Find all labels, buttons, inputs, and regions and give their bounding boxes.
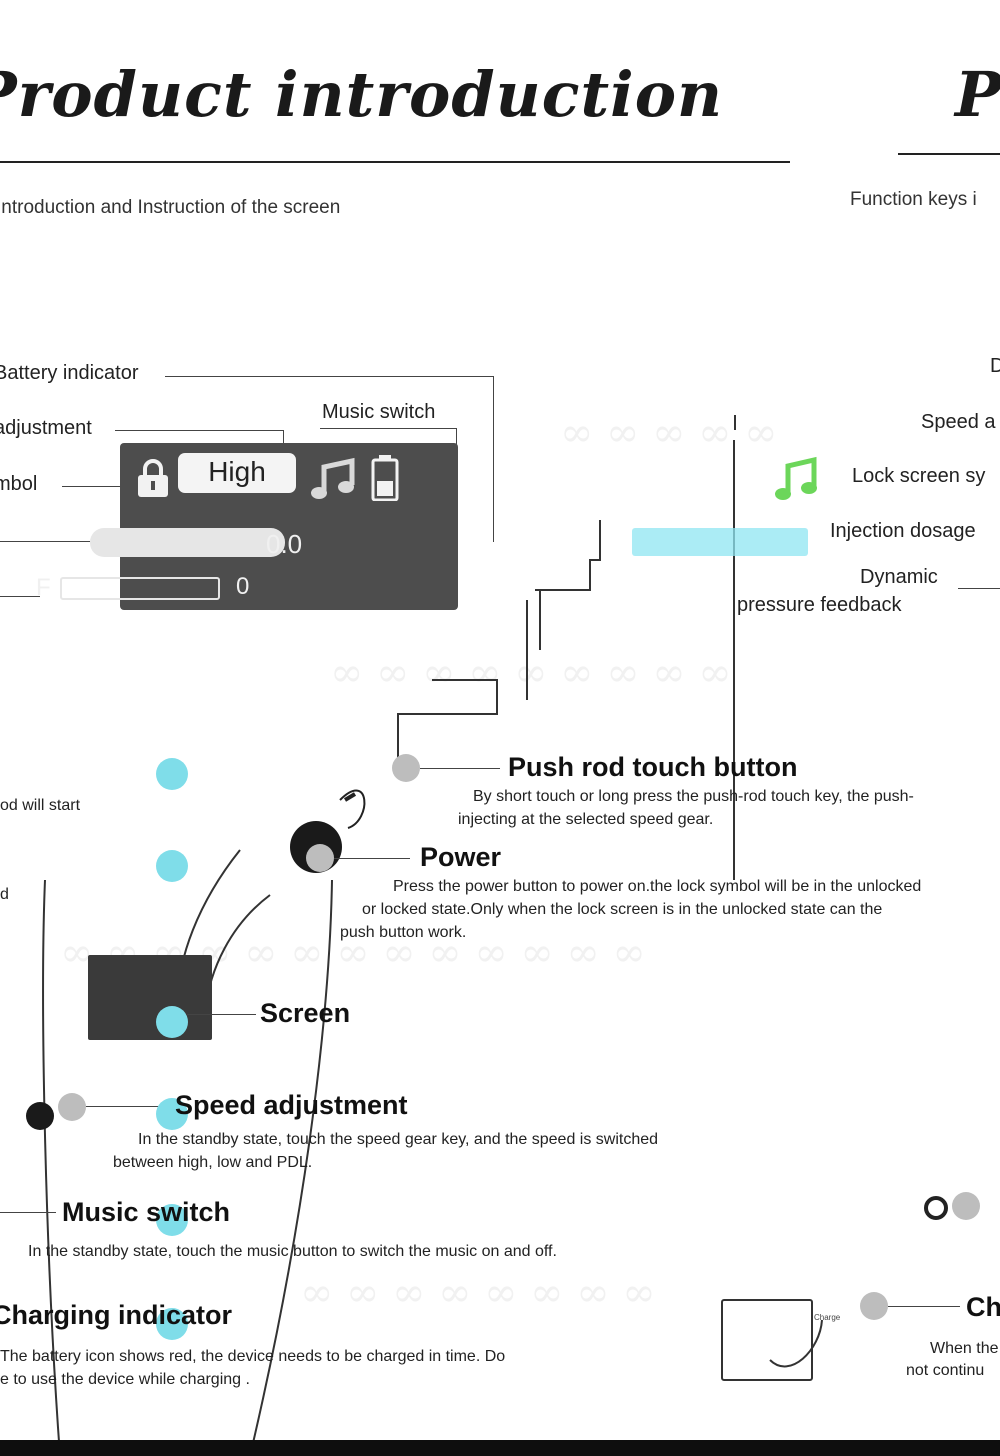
page-title: Product introduction [0,58,724,131]
callout-line [420,768,500,769]
left-cut-text: od will start [0,797,81,814]
music-note-icon [772,456,822,504]
right-pressure-feedback-label: pressure feedback [737,594,902,616]
charging-port-marker [860,1292,888,1320]
music-dot [156,1204,188,1236]
callout-line [115,430,283,431]
page-title-right: P [955,58,1000,131]
power-button-marker [306,844,334,872]
battery-icon [370,455,400,502]
push-rod-desc-1: By short touch or long press the push-ro… [473,788,914,805]
speed-button-marker [58,1093,86,1121]
push-rod-button-marker [392,754,420,782]
music-heading: Music switch [62,1197,231,1227]
speed-dot [156,1098,188,1130]
background-pattern: ∞ ∞ ∞ ∞ ∞ [560,410,778,456]
callout-line [0,541,90,542]
right-lock-screen-label: Lock screen sy [852,465,986,487]
callout-line [165,376,493,377]
charging-desc-2: e to use the device while charging . [0,1371,250,1388]
charge-port-label: Charge [814,1313,841,1322]
push-rod-dot [156,758,188,790]
music-switch-label: Music switch [322,401,436,423]
callout-line [0,596,40,597]
right-charging-desc-2: not continu [906,1362,985,1379]
mini-screen-graphic [88,955,212,1040]
title-rule [0,161,790,163]
right-charging-heading: Ch [966,1292,1000,1322]
dosage-value: 0.0 [266,529,303,559]
screen-dot [156,1006,188,1038]
music-desc-1: In the standby state, touch the music bu… [28,1243,557,1260]
pressure-left-label: F [36,574,51,601]
charging-dot [156,1308,188,1340]
dosage-bar-right [632,528,808,556]
callout-line [888,1306,960,1307]
speed-adjustment-label: adjustment [0,417,92,439]
right-charging-desc-1: When the [930,1340,999,1357]
speed-desc-2: between high, low and PDL. [113,1154,313,1171]
charging-desc-1: The battery icon shows red, the device n… [0,1348,506,1365]
background-pattern: ∞ ∞ ∞ ∞ ∞ ∞ ∞ ∞ [300,1270,656,1316]
battery-indicator-label: Battery indicator [0,362,139,384]
lock-icon [132,457,174,497]
pressure-bar [60,577,220,600]
screen-panel: High 0.0 F 0 [36,443,458,610]
power-heading: Power [420,842,502,872]
section-subtitle: Introduction and Instruction of the scre… [0,197,341,218]
dosage-bar [90,528,285,557]
speed-desc-1: In the standby state, touch the speed ge… [138,1131,659,1148]
right-speed-adjustment-label: Speed a [921,411,996,433]
footer-bar [0,1440,1000,1456]
lock-symbol-label: mbol [0,473,38,495]
power-dot [156,850,188,882]
music-button-marker [952,1192,980,1220]
power-desc-3: push button work. [340,924,467,941]
callout-line [62,486,122,487]
right-injection-dosage-label: Injection dosage [830,520,976,542]
music-note-icon [308,457,360,503]
push-rod-heading: Push rod touch button [508,752,798,782]
speed-heading: Speed adjustment [175,1090,408,1120]
speed-gear-display: High [178,453,296,493]
callout-line [186,1014,256,1015]
power-desc-1: Press the power button to power on.the l… [393,878,922,895]
pressure-right-label: 0 [236,573,250,600]
callout-line [958,588,1000,589]
background-pattern: ∞ ∞ ∞ ∞ ∞ ∞ ∞ ∞ ∞ [330,650,732,696]
right-dynamic-label: Dynamic [860,566,938,588]
callout-line [0,1212,56,1213]
push-rod-desc-2: injecting at the selected speed gear. [458,811,714,828]
callout-line [320,428,456,429]
charging-heading: Charging indicator [0,1300,233,1330]
title-rule-right [898,153,1000,155]
callout-line [334,858,410,859]
section-subtitle-right: Function keys i [850,189,977,210]
right-callout-cut: D [990,355,1000,377]
screen-heading: Screen [260,998,351,1028]
callout-line [493,376,494,542]
power-desc-2: or locked state.Only when the lock scree… [362,901,883,918]
left-cut-text: d [0,886,9,903]
callout-line [86,1106,170,1107]
